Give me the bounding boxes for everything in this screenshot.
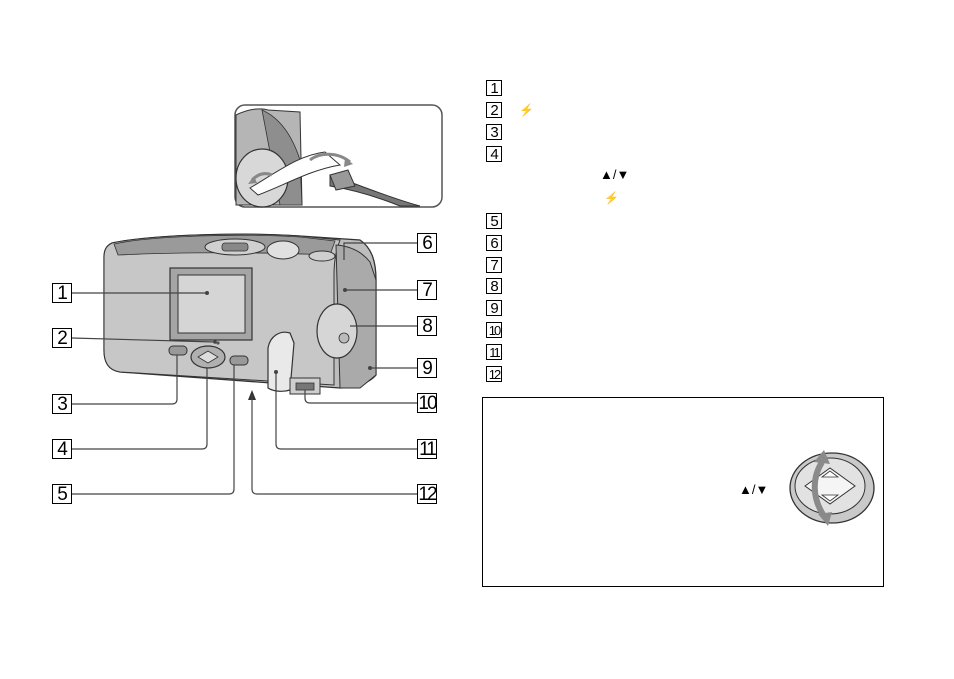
callout-5: 5 [52,484,72,504]
legend-number-7: 7 [486,257,502,273]
callout-10: 10 [417,393,438,414]
note-box [482,397,884,587]
callout-3: 3 [52,394,72,414]
callout-2: 2 [52,328,72,348]
legend-number-1: 1 [486,80,502,96]
flash-icon: ⚡ [519,103,534,117]
legend-number-6: 6 [486,235,502,251]
legend-number-9: 9 [486,300,502,316]
strap-detail-inset [234,104,443,208]
callout-7: 7 [417,280,437,300]
callout-8: 8 [417,316,437,336]
up-down-arrows-icon: ▲/▼ [600,167,630,182]
legend-number-2: 2 [486,102,502,118]
legend-number-5: 5 [486,213,502,229]
callout-1: 1 [52,283,72,303]
legend-number-11: 11 [486,344,502,360]
leader-lines [71,242,417,495]
callout-4: 4 [52,439,72,459]
up-down-arrows-icon: ▲/▼ [739,482,769,497]
callout-6: 6 [417,233,437,253]
legend-number-4: 4 [486,146,502,162]
legend-number-3: 3 [486,124,502,140]
callout-9: 9 [417,358,437,378]
control-button-illustration [789,450,875,526]
camera-body [103,233,377,400]
flash-icon: ⚡ [604,191,619,205]
callout-12: 12 [417,484,438,505]
legend-number-10: 10 [486,322,502,338]
legend-number-12: 12 [486,366,502,382]
legend-number-8: 8 [486,278,502,294]
callout-11: 11 [417,439,437,459]
